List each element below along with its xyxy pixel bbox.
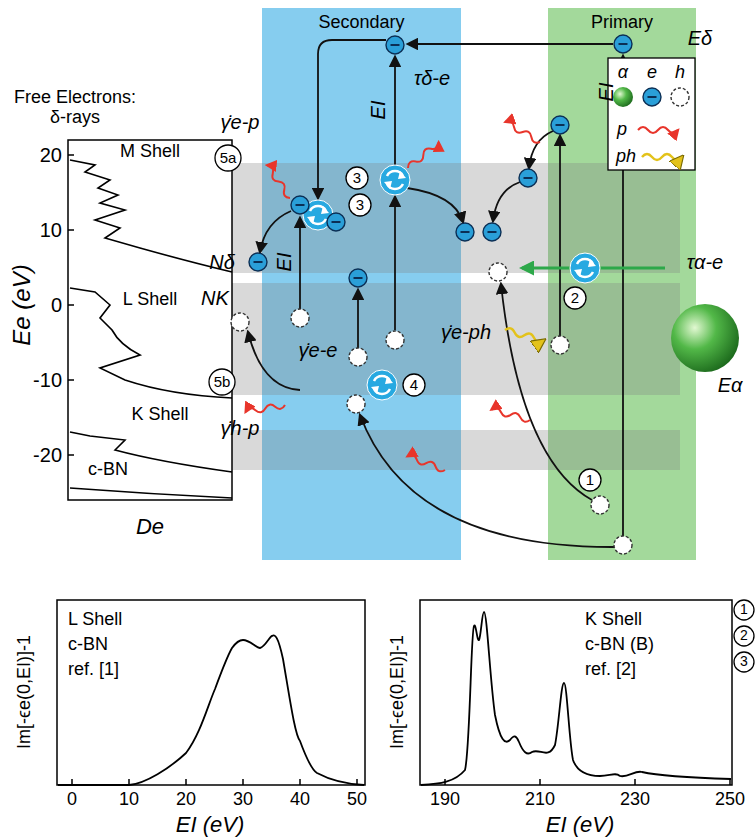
dos-panel — [68, 140, 232, 500]
symbol-label: Eδ — [688, 27, 712, 49]
callout-number: 2 — [740, 628, 748, 643]
axis-title: De — [136, 515, 164, 539]
holes — [231, 263, 632, 554]
tick-label: 210 — [525, 790, 555, 810]
panel-label: L Shell — [68, 610, 122, 630]
symbol-label: EI — [595, 83, 617, 102]
tick-label: 20 — [176, 790, 196, 810]
panel-label: ref. [2] — [585, 660, 636, 680]
plot-title: Free Electrons: δ-rays — [5, 88, 145, 128]
symbol-label: Nδ — [209, 251, 235, 273]
axis-title: Ee (eV) — [9, 264, 35, 345]
tick-label: 10 — [40, 219, 62, 241]
tick-label: 250 — [715, 790, 745, 810]
alpha-particle — [671, 304, 739, 372]
symbol-label: Eα — [718, 374, 743, 396]
material-label: c-BN — [88, 460, 128, 480]
transition-arrows — [248, 40, 623, 547]
symbol-label: EI — [367, 101, 389, 120]
tick-label: -20 — [33, 444, 62, 466]
symbol-label: τδ-e — [414, 67, 450, 89]
rate-label: γ̇e-ph — [441, 321, 491, 343]
axis-title: Im[-ϵe(0,EI)]-1 — [15, 635, 35, 749]
callout-number: 1 — [586, 472, 594, 489]
rate-label: γ̇h-p — [221, 417, 260, 439]
shell-label: L Shell — [123, 290, 177, 310]
legend-label: α — [618, 63, 628, 83]
k-shell-plot — [420, 600, 732, 785]
tick-label: 0 — [51, 294, 62, 316]
symbol-label: τα-e — [687, 251, 723, 273]
l-shell-plot — [57, 600, 365, 785]
electrons — [249, 35, 632, 287]
scattering-icons — [303, 165, 600, 400]
tick-label: -10 — [33, 369, 62, 391]
panel-label: K Shell — [585, 610, 642, 630]
tick-label: 20 — [40, 144, 62, 166]
tick-label: 30 — [233, 790, 253, 810]
callout-number: 4 — [410, 377, 418, 394]
legend-label: e — [647, 63, 657, 83]
rate-label: γ̇e-p — [221, 111, 260, 133]
photon-waves — [245, 119, 544, 472]
callout-circles — [209, 145, 754, 672]
shell-label: K Shell — [131, 405, 188, 425]
shell-label: M Shell — [120, 142, 180, 162]
tick-label: 0 — [67, 790, 77, 810]
symbol-label: NK — [201, 287, 229, 309]
callout-number: 2 — [571, 290, 579, 307]
legend-label: ph — [616, 147, 636, 167]
callout-number: 5b — [214, 374, 231, 391]
tick-label: 190 — [430, 790, 460, 810]
tick-label: 50 — [347, 790, 367, 810]
callout-number: 3 — [740, 654, 748, 669]
axis-title: EI (eV) — [176, 813, 244, 837]
panel-label: ref. [1] — [68, 660, 119, 680]
k-shell-band — [232, 430, 680, 470]
panel-label: c-BN (B) — [585, 635, 654, 655]
panel-label: c-BN — [68, 635, 108, 655]
callout-number: 5a — [220, 150, 237, 167]
rate-label: γ̇e-e — [299, 339, 338, 361]
tick-label: 10 — [119, 790, 139, 810]
callout-number: 3 — [356, 197, 364, 214]
tick-label: 230 — [620, 790, 650, 810]
axis-title: EI (eV) — [546, 813, 614, 837]
callout-number: 1 — [740, 602, 748, 617]
axis-title: Im[-ϵe(0,EI)]-1 — [388, 635, 408, 749]
symbol-label: EI — [273, 253, 295, 272]
legend-label: h — [675, 63, 685, 83]
tick-label: 40 — [290, 790, 310, 810]
band-title: Primary — [548, 8, 696, 33]
callout-number: 3 — [353, 170, 361, 187]
legend-label: p — [617, 120, 627, 140]
band-title: Secondary — [262, 8, 461, 33]
legend-box — [608, 58, 695, 170]
